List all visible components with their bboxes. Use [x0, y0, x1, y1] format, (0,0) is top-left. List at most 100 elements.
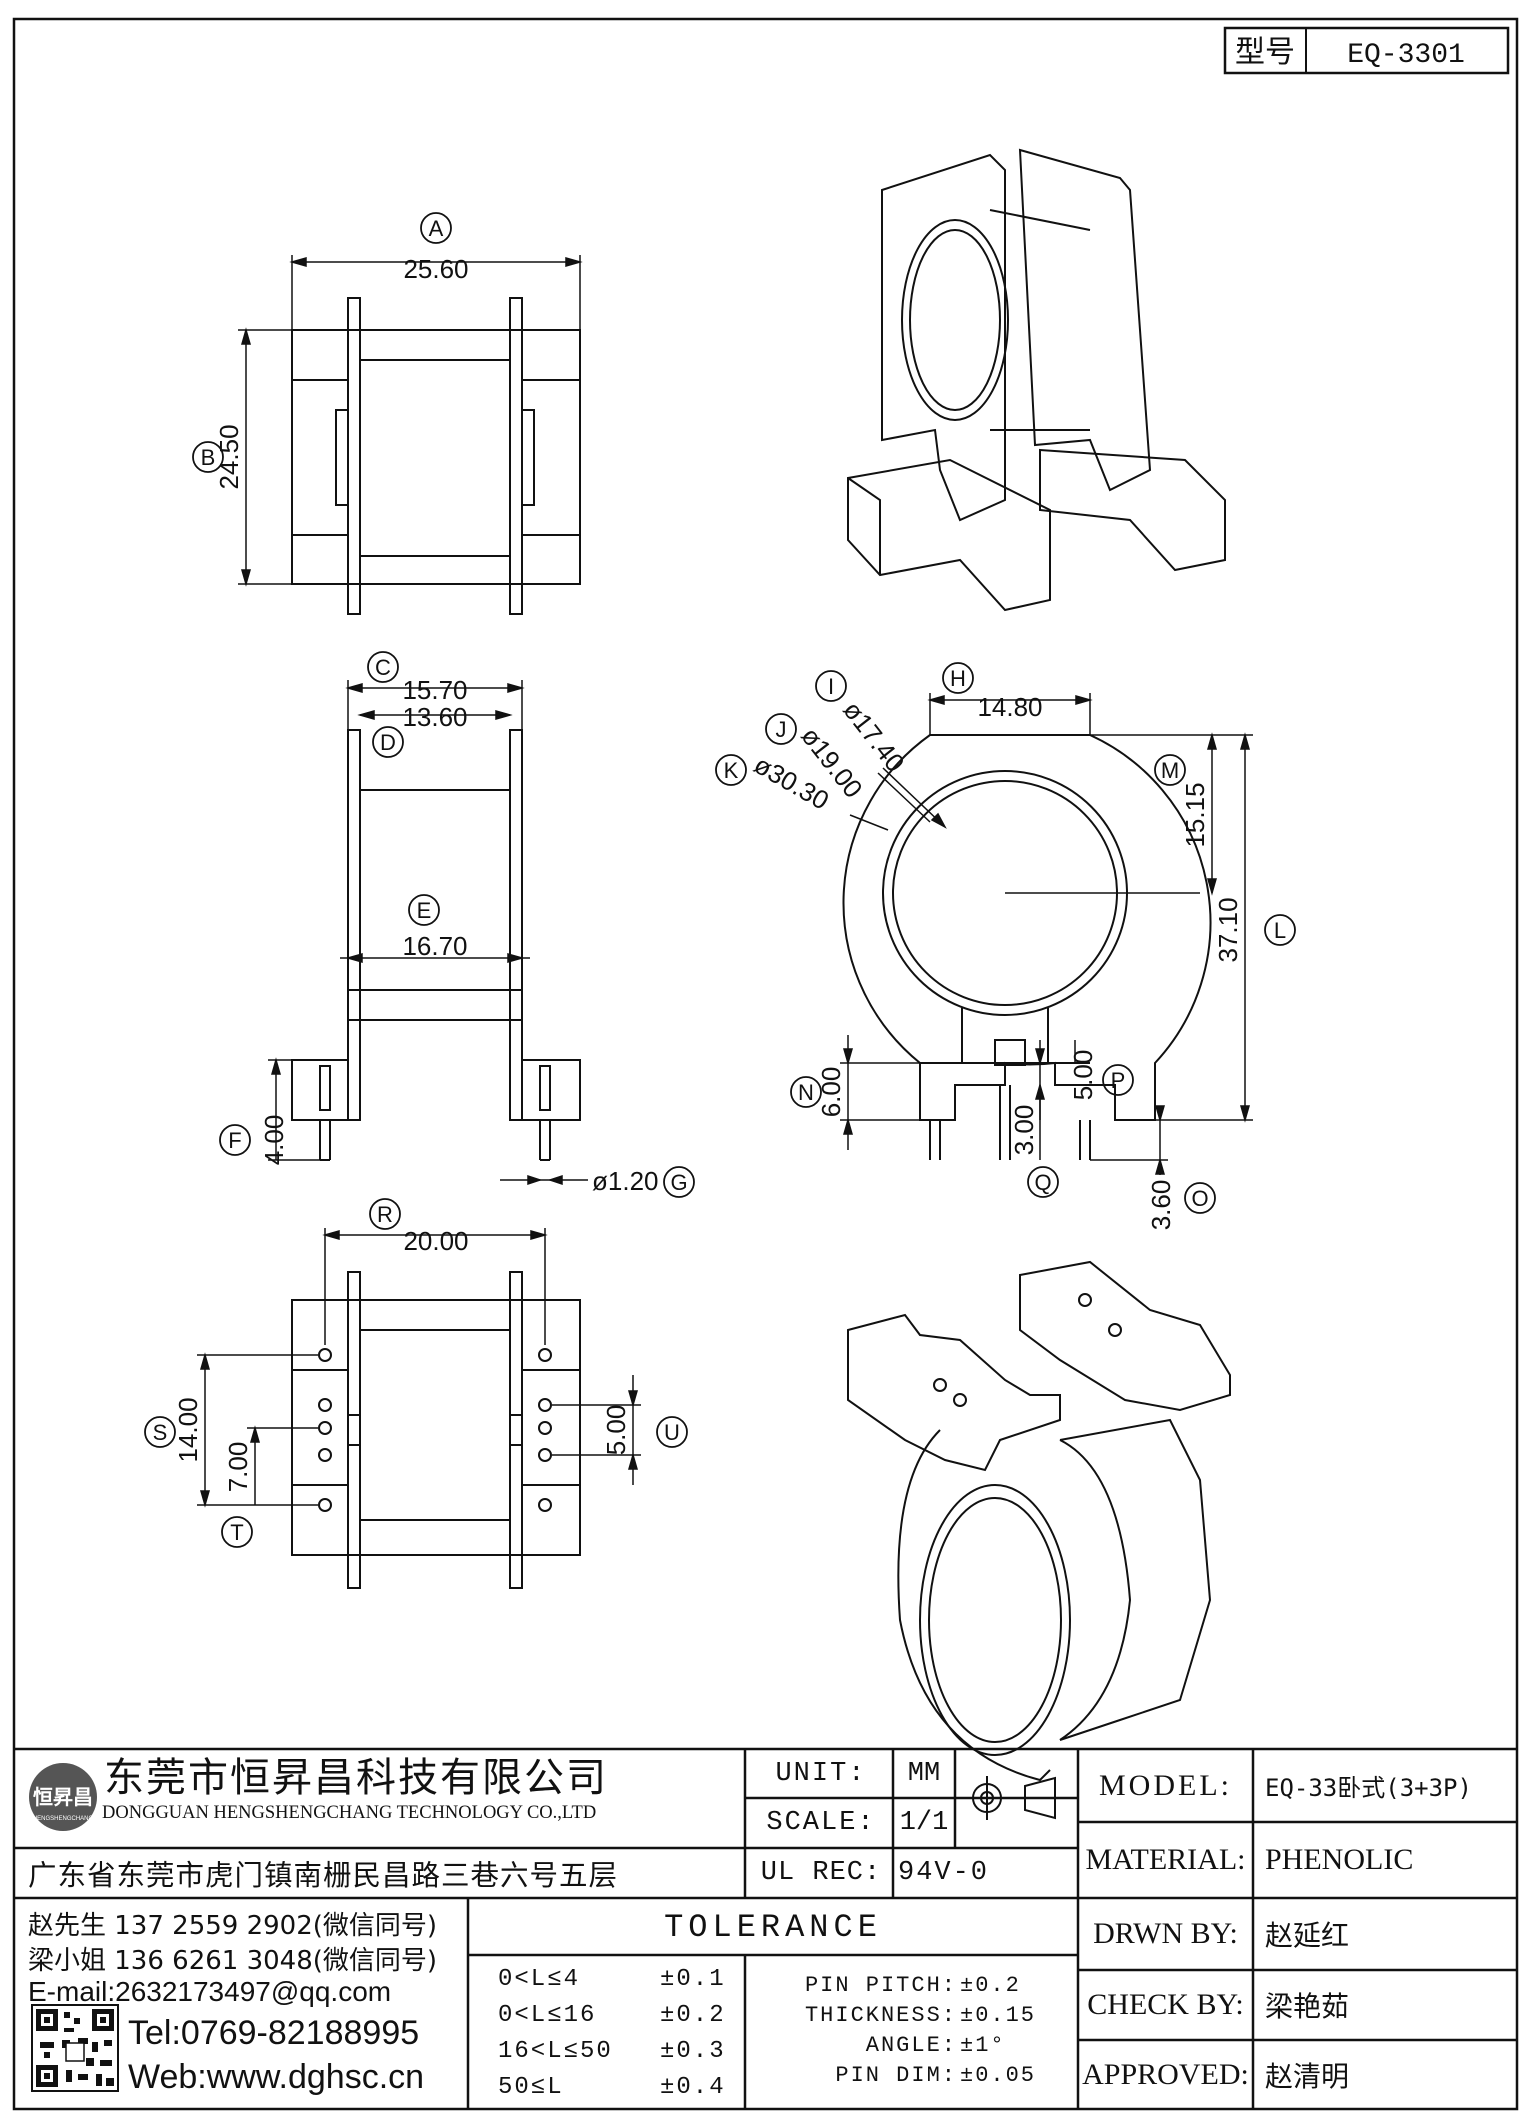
callout-s: S	[144, 1416, 176, 1448]
dim-h-value: 14.80	[977, 692, 1042, 722]
tolerance-title: TOLERANCE	[664, 1908, 882, 1946]
callout-i: I	[815, 670, 847, 702]
tolerance-other-label-4: PIN DIM:	[835, 2062, 957, 2088]
dim-g-value: ø1.20	[592, 1166, 659, 1196]
material-label: MATERIAL:	[1085, 1843, 1246, 1876]
tolerance-value-4: ±0.4	[660, 2073, 726, 2101]
approved-label: APPROVED:	[1082, 2057, 1249, 2091]
unit-label: UNIT:	[775, 1759, 867, 1789]
tolerance-range-1: 0<L≤4	[498, 1965, 581, 1993]
ulrec-value: 94V-0	[898, 1858, 990, 1888]
contact-zhao: 赵先生 137 2559 2902(微信同号)	[28, 1910, 438, 1941]
ulrec-label: UL REC:	[760, 1858, 882, 1888]
dim-d-value: 13.60	[402, 702, 467, 732]
title-block-lines	[14, 1747, 1517, 2109]
tolerance-other-value-4: ±0.05	[960, 2062, 1037, 2088]
material-value: PHENOLIC	[1265, 1843, 1414, 1876]
pin-view	[291, 1271, 581, 1589]
drawn-by-value: 赵延红	[1265, 1919, 1350, 1952]
company-address: 广东省东莞市虎门镇南栅民昌路三巷六号五层	[28, 1858, 619, 1892]
dim-q-value: 3.00	[1009, 1105, 1039, 1156]
svg-text:H: H	[950, 666, 966, 691]
svg-text:Q: Q	[1034, 1170, 1051, 1195]
callout-k: K	[715, 754, 747, 786]
projection-symbol-icon	[965, 1776, 1056, 1820]
company-logo: 恒昇昌 HENGSHENGCHANG	[29, 1763, 97, 1831]
svg-text:I: I	[828, 674, 834, 699]
company-tel: Tel:0769-82188995	[128, 2013, 420, 2052]
scale-label: SCALE:	[766, 1808, 876, 1838]
dim-e-value: 16.70	[402, 931, 467, 961]
approved-value: 赵清明	[1265, 2059, 1350, 2093]
dim-r-value: 20.00	[403, 1226, 468, 1256]
end-view	[842, 734, 1212, 1160]
model-number-value: EQ-3301	[1347, 40, 1465, 71]
tolerance-other-value-3: ±1°	[960, 2032, 1006, 2058]
svg-text:B: B	[201, 445, 216, 470]
contact-liang: 梁小姐 136 6261 3048(微信同号)	[28, 1945, 438, 1976]
front-view	[291, 729, 581, 1161]
callout-t: T	[221, 1516, 253, 1548]
tolerance-range-2: 0<L≤16	[498, 2001, 597, 2029]
side-view	[291, 297, 581, 615]
svg-text:E: E	[417, 898, 432, 923]
tolerance-value-3: ±0.3	[660, 2037, 726, 2065]
callout-o: O	[1184, 1182, 1216, 1214]
callout-r: R	[369, 1198, 401, 1230]
tolerance-other-label-2: THICKNESS:	[804, 2002, 957, 2028]
model-label: MODEL:	[1099, 1768, 1232, 1802]
tolerance-range-3: 16<L≤50	[498, 2037, 613, 2065]
callout-a: A	[420, 212, 452, 244]
svg-text:恒昇昌: 恒昇昌	[33, 1785, 93, 1809]
callout-p: P	[1102, 1064, 1134, 1096]
svg-text:K: K	[724, 758, 739, 783]
dim-c-value: 15.70	[402, 675, 467, 705]
svg-text:U: U	[664, 1420, 680, 1445]
dim-o-value: 3.60	[1146, 1180, 1176, 1231]
callout-n: N	[790, 1076, 822, 1108]
dim-m-value: 15.15	[1180, 782, 1210, 847]
svg-text:O: O	[1191, 1186, 1208, 1211]
tolerance-other-label-1: PIN PITCH:	[804, 1972, 957, 1998]
tolerance-value-2: ±0.2	[660, 2001, 726, 2029]
svg-text:S: S	[153, 1420, 168, 1445]
callout-u: U	[656, 1416, 688, 1448]
unit-value: MM	[907, 1759, 941, 1789]
tolerance-range-4: 50≤L	[498, 2073, 564, 2101]
company-web: Web:www.dghsc.cn	[128, 2057, 425, 2096]
isometric-top	[847, 148, 1226, 612]
callout-b: B	[192, 441, 224, 473]
svg-text:N: N	[798, 1080, 814, 1105]
tolerance-other-value-1: ±0.2	[960, 1972, 1021, 1998]
dim-s-value: 14.00	[173, 1397, 203, 1462]
svg-text:M: M	[1161, 758, 1179, 783]
dim-l-value: 37.10	[1213, 897, 1243, 962]
callout-e: E	[408, 894, 440, 926]
svg-text:A: A	[429, 216, 444, 241]
svg-text:P: P	[1111, 1068, 1126, 1093]
svg-text:F: F	[228, 1128, 241, 1153]
company-name-cn: 东莞市恒昇昌科技有限公司	[104, 1755, 608, 1801]
svg-text:C: C	[375, 655, 391, 680]
callout-l: L	[1264, 914, 1296, 946]
callout-g: G	[663, 1166, 695, 1198]
svg-text:G: G	[670, 1170, 687, 1195]
dim-u-value: 5.00	[601, 1405, 631, 1456]
check-by-label: CHECK BY:	[1087, 1988, 1244, 2021]
svg-text:L: L	[1274, 918, 1286, 943]
dim-t-value: 7.00	[223, 1442, 253, 1493]
isometric-bottom	[847, 1260, 1231, 1782]
qr-code-icon	[31, 2004, 119, 2092]
callout-m: M	[1154, 754, 1186, 786]
svg-text:T: T	[230, 1520, 243, 1545]
tolerance-value-1: ±0.1	[660, 1965, 726, 1993]
dim-f-value: 4.00	[259, 1115, 289, 1166]
callout-h: H	[942, 662, 974, 694]
drawing-frame	[12, 17, 1519, 2111]
svg-text:J: J	[776, 717, 787, 742]
callout-f: F	[219, 1124, 251, 1156]
company-name-en: DONGGUAN HENGSHENGCHANG TECHNOLOGY CO.,L…	[102, 1802, 597, 1823]
callout-d: D	[372, 726, 404, 758]
dim-b-value: 24.50	[214, 424, 244, 489]
